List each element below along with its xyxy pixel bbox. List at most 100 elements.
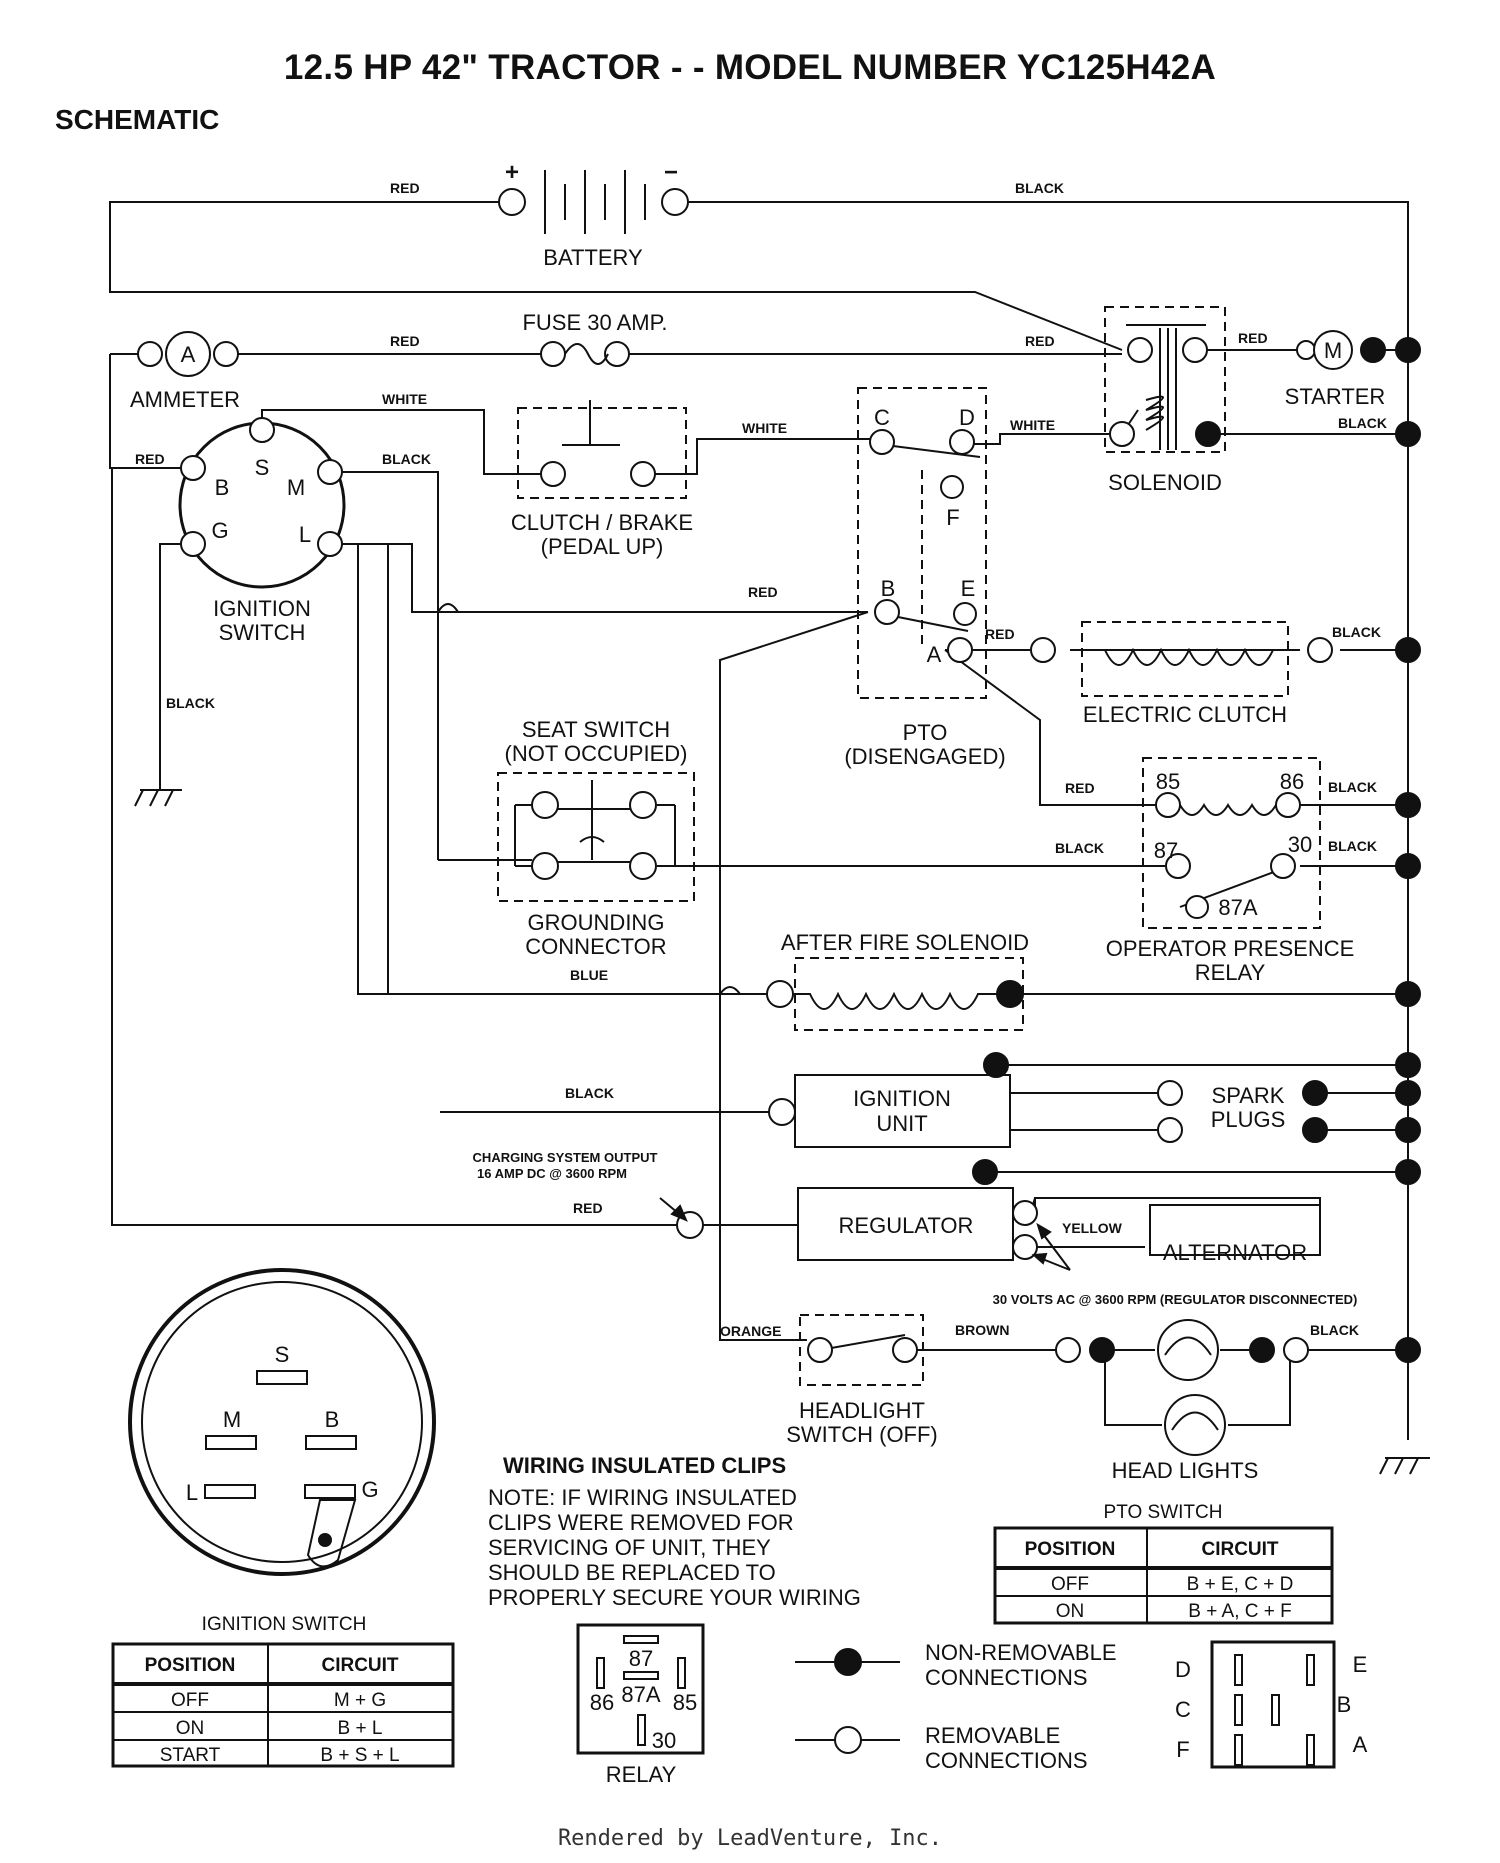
- relay-label: OPERATOR PRESENCE: [1106, 936, 1355, 961]
- relay-terminal-86: 86: [1280, 769, 1304, 794]
- pto-table-cell: OFF: [1051, 1574, 1089, 1595]
- clips-note-line: CLIPS WERE REMOVED FOR: [488, 1510, 794, 1535]
- spark-plugs-label-2: PLUGS: [1211, 1107, 1286, 1132]
- face-terminal-s: S: [275, 1342, 290, 1367]
- seat-switch: SEAT SWITCH (NOT OCCUPIED) GROUNDING CON…: [497, 717, 695, 959]
- starter-symbol: M: [1324, 338, 1342, 363]
- headlight-switch-label: HEADLIGHT: [799, 1398, 925, 1423]
- legend-non-removable: NON-REMOVABLE: [925, 1640, 1117, 1665]
- pto-pin-diagram: D C F E B A: [1175, 1640, 1368, 1769]
- pto-terminal-c: C: [874, 405, 890, 430]
- wire-label-red-ignition: RED: [135, 451, 165, 467]
- pto-terminal-b: B: [881, 576, 896, 601]
- non-removable-connection-icon: [834, 1648, 862, 1676]
- wire-label-blue: BLUE: [570, 967, 608, 983]
- clips-note-line: NOTE: IF WIRING INSULATED: [488, 1485, 797, 1510]
- ignition-table-header-position: POSITION: [145, 1655, 236, 1676]
- pto-terminal-e: E: [961, 576, 976, 601]
- grounding-connector-label-2: CONNECTOR: [525, 934, 666, 959]
- legend-removable: REMOVABLE: [925, 1723, 1060, 1748]
- ignition-table-cell: M + G: [334, 1690, 386, 1711]
- pto-table-cell: B + A, C + F: [1188, 1601, 1292, 1622]
- headlight-switch-label-2: SWITCH (OFF): [786, 1422, 938, 1447]
- pto-terminal-f: F: [946, 505, 959, 530]
- battery-plus-icon: +: [505, 159, 519, 186]
- ignition-table-cell: START: [160, 1745, 221, 1766]
- wire-labels: RED BLACK RED RED RED BLACK WHITE WHITE …: [135, 180, 1387, 1339]
- pto-table-caption: PTO SWITCH: [1104, 1502, 1223, 1523]
- ignition-table-cell: B + L: [338, 1718, 383, 1739]
- pto-switch-table: PTO SWITCH POSITION CIRCUIT OFF B + E, C…: [993, 1502, 1334, 1625]
- seat-switch-label: SEAT SWITCH: [522, 717, 670, 742]
- alternator-output-note: 30 VOLTS AC @ 3600 RPM (REGULATOR DISCON…: [993, 1292, 1358, 1307]
- wire-label-black-clutch: BLACK: [1332, 624, 1381, 640]
- regulator-label: REGULATOR: [839, 1213, 974, 1238]
- pto-pin-a: A: [1353, 1732, 1368, 1757]
- wire-label-red-starter: RED: [1238, 330, 1268, 346]
- ground-bus-connections: [1395, 337, 1421, 1363]
- ignition-table-cell: ON: [176, 1718, 205, 1739]
- clips-note-line: SERVICING OF UNIT, THEY: [488, 1535, 771, 1560]
- face-terminal-l: L: [186, 1480, 198, 1505]
- charging-output-note-2: 16 AMP DC @ 3600 RPM: [477, 1166, 627, 1181]
- battery: + − BATTERY: [498, 159, 689, 270]
- wire-label-red-ammeter: RED: [390, 333, 420, 349]
- wire-label-black-ign-unit: BLACK: [565, 1085, 614, 1101]
- wire-label-brown: BROWN: [955, 1322, 1009, 1338]
- removable-connection-icon: [834, 1726, 862, 1754]
- relay-pin-86: 86: [590, 1690, 614, 1715]
- pto-terminal-d: D: [959, 405, 975, 430]
- face-terminal-b: B: [325, 1407, 340, 1432]
- clutch-brake-label: CLUTCH / BRAKE: [511, 510, 693, 535]
- ignition-switch-label-2: SWITCH: [219, 620, 306, 645]
- pto-table-cell: ON: [1056, 1601, 1085, 1622]
- relay-pin-87a: 87A: [621, 1682, 660, 1707]
- relay-label-2: RELAY: [1195, 960, 1266, 985]
- fuse: FUSE 30 AMP.: [522, 310, 668, 367]
- wire-label-black-relay-86: BLACK: [1328, 779, 1377, 795]
- spark-plugs: SPARK PLUGS: [1157, 1080, 1328, 1143]
- solenoid: SOLENOID: [1104, 306, 1226, 495]
- wire-label-yellow: YELLOW: [1062, 1220, 1123, 1236]
- operator-presence-relay: 85 86 87 30 87A OPERATOR PRESENCE RELAY: [1106, 757, 1355, 985]
- spark-plugs-label: SPARK: [1212, 1083, 1285, 1108]
- section-label: SCHEMATIC: [55, 104, 220, 135]
- ignition-unit-label-2: UNIT: [876, 1111, 927, 1136]
- pto-pin-f: F: [1176, 1737, 1189, 1762]
- face-terminal-m: M: [223, 1407, 241, 1432]
- clutch-brake-label-2: (PEDAL UP): [541, 534, 664, 559]
- wire-label-black-headlights: BLACK: [1310, 1322, 1359, 1338]
- pto-pin-b: B: [1337, 1692, 1352, 1717]
- pto-pin-c: C: [1175, 1697, 1191, 1722]
- electric-clutch-label: ELECTRIC CLUTCH: [1083, 702, 1287, 727]
- ignition-switch: S B M G L IGNITION SWITCH: [178, 417, 346, 645]
- wire-label-red-battery: RED: [390, 180, 420, 196]
- relay-terminal-85: 85: [1156, 769, 1180, 794]
- alternator-label: ALTERNATOR: [1163, 1240, 1307, 1265]
- pto-label: PTO: [903, 720, 948, 745]
- wire-label-white-switch: WHITE: [382, 391, 427, 407]
- electric-clutch: ELECTRIC CLUTCH: [1030, 621, 1333, 727]
- wire-label-black-relay-30: BLACK: [1328, 838, 1377, 854]
- connection-legend: NON-REMOVABLE CONNECTIONS REMOVABLE CONN…: [795, 1640, 1117, 1773]
- relay-pin-30: 30: [652, 1728, 676, 1753]
- legend-removable-2: CONNECTIONS: [925, 1748, 1088, 1773]
- relay-pin-diagram: 87 86 87A 85 30 RELAY: [576, 1623, 705, 1787]
- ammeter-label: AMMETER: [130, 387, 240, 412]
- wire-label-red-relay: RED: [1065, 780, 1095, 796]
- wire-label-white-pto: WHITE: [1010, 417, 1055, 433]
- ignition-unit-label: IGNITION: [853, 1086, 951, 1111]
- ign-terminal-g: G: [211, 518, 228, 543]
- relay-terminal-87: 87: [1154, 838, 1178, 863]
- pto-pin-d: D: [1175, 1657, 1191, 1682]
- after-fire-solenoid: AFTER FIRE SOLENOID: [766, 930, 1029, 1031]
- ignition-switch-face-diagram: S M B L G: [128, 1268, 436, 1576]
- battery-label: BATTERY: [543, 245, 643, 270]
- wiring-clips-note: WIRING INSULATED CLIPS NOTE: IF WIRING I…: [488, 1453, 861, 1610]
- clutch-brake-switch: CLUTCH / BRAKE (PEDAL UP): [511, 407, 693, 559]
- wire-label-black-battery: BLACK: [1015, 180, 1064, 196]
- head-lights-label: HEAD LIGHTS: [1112, 1458, 1259, 1483]
- wire-label-red-regulator: RED: [573, 1200, 603, 1216]
- relay-terminal-87a: 87A: [1218, 895, 1257, 920]
- relay-pin-85: 85: [673, 1690, 697, 1715]
